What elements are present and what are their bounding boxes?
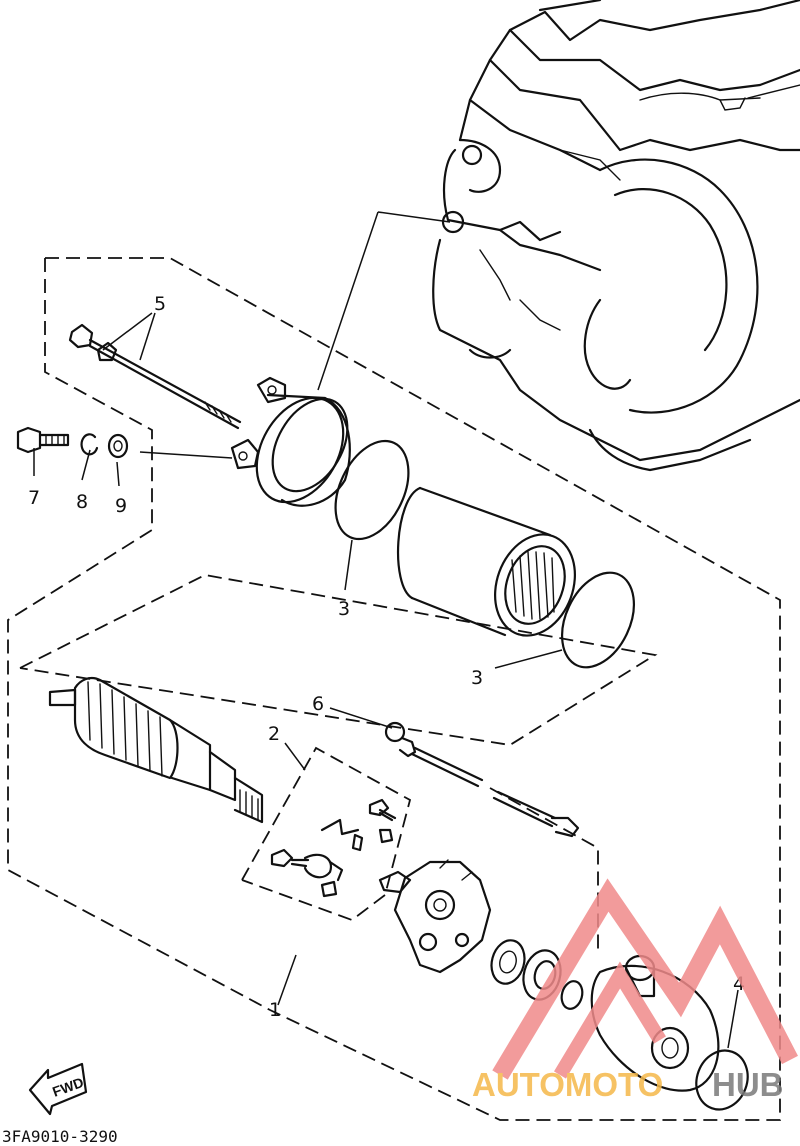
armature (48, 676, 264, 824)
diagram-code: 3FA9010-3290 (2, 1127, 118, 1146)
part-label-2: 2 (268, 723, 280, 745)
brush-holder (378, 859, 492, 974)
crankcase-outline (432, 0, 800, 472)
part-label-1: 1 (269, 999, 281, 1021)
front-cover (230, 376, 351, 507)
part-label-7: 7 (28, 487, 40, 509)
watermark-logo: AUTOMOTO HUB (472, 878, 798, 1103)
long-bolts (68, 323, 242, 430)
terminal-lead (384, 721, 580, 838)
fwd-arrow-icon: FWD (28, 1062, 88, 1116)
part-label-3-upper: 3 (338, 598, 350, 620)
part-labels: 5 7 8 9 3 3 6 2 1 4 (28, 293, 745, 1021)
part-label-5: 5 (154, 293, 166, 315)
watermark-text-left: AUTOMOTO (472, 1066, 663, 1103)
part-label-8: 8 (76, 491, 88, 513)
part-label-6: 6 (312, 693, 324, 715)
part-label-9: 9 (115, 495, 127, 517)
bolt-washer-set (16, 426, 129, 459)
o-rings (334, 439, 635, 669)
fwd-label: FWD (50, 1074, 85, 1100)
brush-set (270, 798, 397, 898)
watermark-text-right: HUB (712, 1066, 784, 1103)
yoke (396, 486, 576, 637)
part-label-3-lower: 3 (471, 667, 483, 689)
assembly-dashed-outlines (7, 257, 781, 1121)
rear-o-ring (695, 1049, 749, 1111)
leader-lines (33, 211, 739, 1049)
